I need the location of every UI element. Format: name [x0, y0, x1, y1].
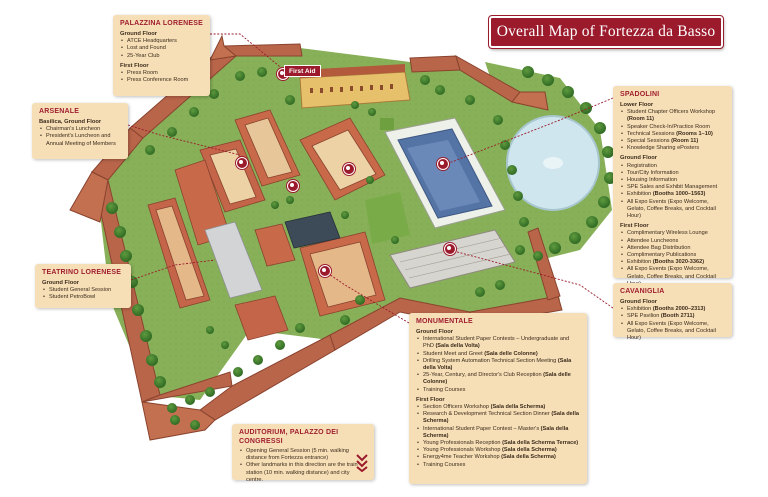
grey-tent-hall: [204, 221, 263, 299]
event-list: Exhibition (Booths 2000–2313)SPE Pavilio…: [620, 306, 725, 342]
event-list: Opening General Session (5 min. walking …: [239, 448, 367, 484]
event-item: Press Room: [120, 70, 203, 77]
event-list: Student Chapter Officers Workshop (Room …: [620, 109, 725, 152]
event-list: Press RoomPress Conference Room: [120, 70, 203, 85]
event-item: Technical Sessions (Rooms 1–10): [620, 131, 725, 138]
lawn-plot-2: [365, 192, 410, 244]
lawn-plot-1: [380, 118, 394, 130]
floor-heading: Lower Floor: [620, 102, 654, 108]
event-item: Lost and Found: [120, 45, 203, 52]
event-item: Training Courses: [416, 462, 580, 469]
event-item: ATCE Headquarters: [120, 38, 203, 45]
event-item: Registration: [620, 163, 725, 170]
event-item: SPE Sales and Exhibit Management: [620, 184, 725, 191]
event-item: Section Officers Workshop (Sala della Sc…: [416, 404, 580, 411]
event-list: Complimentary Wireless LoungeAttendee Lu…: [620, 230, 725, 288]
event-item: All Expo Events (Expo Welcome, Gelato, C…: [620, 321, 725, 343]
event-item: Student PetroBowl: [42, 294, 124, 301]
panel-auditorium: AUDITORIUM, PALAZZO DEI CONGRESSI Opening…: [232, 424, 374, 483]
panel-palazzina-lorenese: PALAZZINA LORENESE Ground FloorATCE Headq…: [113, 15, 210, 96]
small-house-1: [254, 223, 296, 267]
event-item: Student Meet and Greet (Sala delle Colon…: [416, 351, 580, 358]
event-item: All Expo Events (Expo Welcome, Gelato, C…: [620, 199, 725, 221]
event-item: Student General Session: [42, 287, 124, 294]
event-list: International Student Paper Contests – U…: [416, 336, 580, 394]
event-item: International Student Paper Contest – Ma…: [416, 426, 580, 440]
panel-cavaniglia: CAVANIGLIA Ground FloorExhibition (Booths…: [613, 283, 732, 341]
map-title: Overall Map of Fortezza da Basso: [488, 15, 724, 49]
event-list: ATCE HeadquartersLost and Found25-Year C…: [120, 38, 203, 60]
map-marker-spadolini[interactable]: [437, 158, 449, 170]
auditorium-block: [234, 295, 289, 341]
event-item: Special Sessions (Room 11): [620, 138, 725, 145]
leader-lines: [127, 33, 614, 324]
event-item: Complimentary Publications: [620, 252, 725, 259]
event-item: Attendee Bag Distribution: [620, 245, 725, 252]
floor-heading: First Floor: [620, 223, 649, 230]
floor-heading: Ground Floor: [42, 280, 80, 286]
floor-heading: Ground Floor: [120, 31, 158, 37]
event-item: Exhibition (Booths 3020-3362): [620, 259, 725, 266]
panel-title: AUDITORIUM, PALAZZO DEI CONGRESSI: [239, 429, 339, 445]
event-list: Chairman's LuncheonPresident's Luncheon …: [39, 126, 121, 148]
event-item: Chairman's Luncheon: [39, 126, 121, 133]
panel-title: TEATRINO LORENESE: [42, 269, 122, 276]
event-item: Energy4me Teacher Workshop (Sala della S…: [416, 454, 580, 461]
bastion-west: [69, 171, 109, 223]
event-item: SPE Pavilion (Booth 2711): [620, 313, 725, 320]
panel-title: PALAZZINA LORENESE: [120, 20, 203, 27]
event-item: Exhibition (Booths 1000–1563): [620, 191, 725, 198]
event-item: Housing Information: [620, 177, 725, 184]
floor-heading: First Floor: [120, 62, 149, 69]
event-list: RegistrationTour/City InformationHousing…: [620, 163, 725, 221]
bastion-north: [209, 34, 238, 61]
event-item: Drilling System Automation Technical Sec…: [416, 358, 580, 372]
event-list: Student General SessionStudent PetroBowl: [42, 287, 124, 302]
panel-title: CAVANIGLIA: [620, 288, 665, 295]
event-item: International Student Paper Contests – U…: [416, 336, 580, 350]
floor-heading: Ground Floor: [620, 299, 658, 305]
event-item: Complimentary Wireless Lounge: [620, 230, 725, 237]
map-marker-arsenale[interactable]: [236, 157, 248, 169]
event-item: Exhibition (Booths 2000–2313): [620, 306, 725, 313]
event-item: Press Conference Room: [120, 77, 203, 84]
trees: [106, 66, 616, 430]
event-item: Speaker Check-In/Practice Room: [620, 124, 725, 131]
event-item: Tour/City Information: [620, 170, 725, 177]
chevron-down-icon: [356, 454, 368, 472]
event-item: 25-Year, Century, and Director's Club Re…: [416, 372, 580, 386]
event-item: Young Professionals Reception (Sala dell…: [416, 440, 580, 447]
floor-heading: Ground Floor: [416, 329, 454, 335]
event-item: Young Professionals Workshop (Sala della…: [416, 447, 580, 454]
event-item: Knowledge Sharing ePosters: [620, 145, 725, 152]
event-item: Research & Development Technical Section…: [416, 411, 580, 425]
map-marker-teatrino[interactable]: [287, 180, 299, 192]
floor-heading: Ground Floor: [620, 155, 658, 162]
event-item: Opening General Session (5 min. walking …: [239, 448, 367, 462]
first-aid-label: First Aid: [284, 65, 321, 77]
floor-heading: First Floor: [416, 396, 445, 403]
bastion-east: [511, 91, 549, 111]
map-marker-cavaniglia[interactable]: [444, 243, 456, 255]
event-item: Training Courses: [416, 387, 580, 394]
floor-heading: Basilica, Ground Floor: [39, 119, 102, 125]
panel-title: ARSENALE: [39, 108, 80, 115]
panel-arsenale: ARSENALE Basilica, Ground FloorChairman's…: [32, 103, 128, 159]
event-list: Section Officers Workshop (Sala della Sc…: [416, 404, 580, 469]
event-item: 25-Year Club: [120, 53, 203, 60]
event-item: President's Luncheon and Annual Meeting …: [39, 133, 121, 147]
dark-roof-building: [284, 211, 341, 249]
event-item: Student Chapter Officers Workshop (Room …: [620, 109, 725, 123]
panel-spadolini: SPADOLINI Lower FloorStudent Chapter Offi…: [613, 86, 732, 287]
panel-title: SPADOLINI: [620, 91, 660, 98]
map-marker-central[interactable]: [343, 163, 355, 175]
event-item: Attendee Luncheons: [620, 238, 725, 245]
panel-title: MONUMENTALE: [416, 318, 473, 325]
map-marker-monumentale[interactable]: [319, 265, 331, 277]
event-item: Other landmarks in this direction are th…: [239, 462, 367, 484]
panel-teatrino-lorenese: TEATRINO LORENESE Ground FloorStudent Gen…: [35, 264, 131, 308]
